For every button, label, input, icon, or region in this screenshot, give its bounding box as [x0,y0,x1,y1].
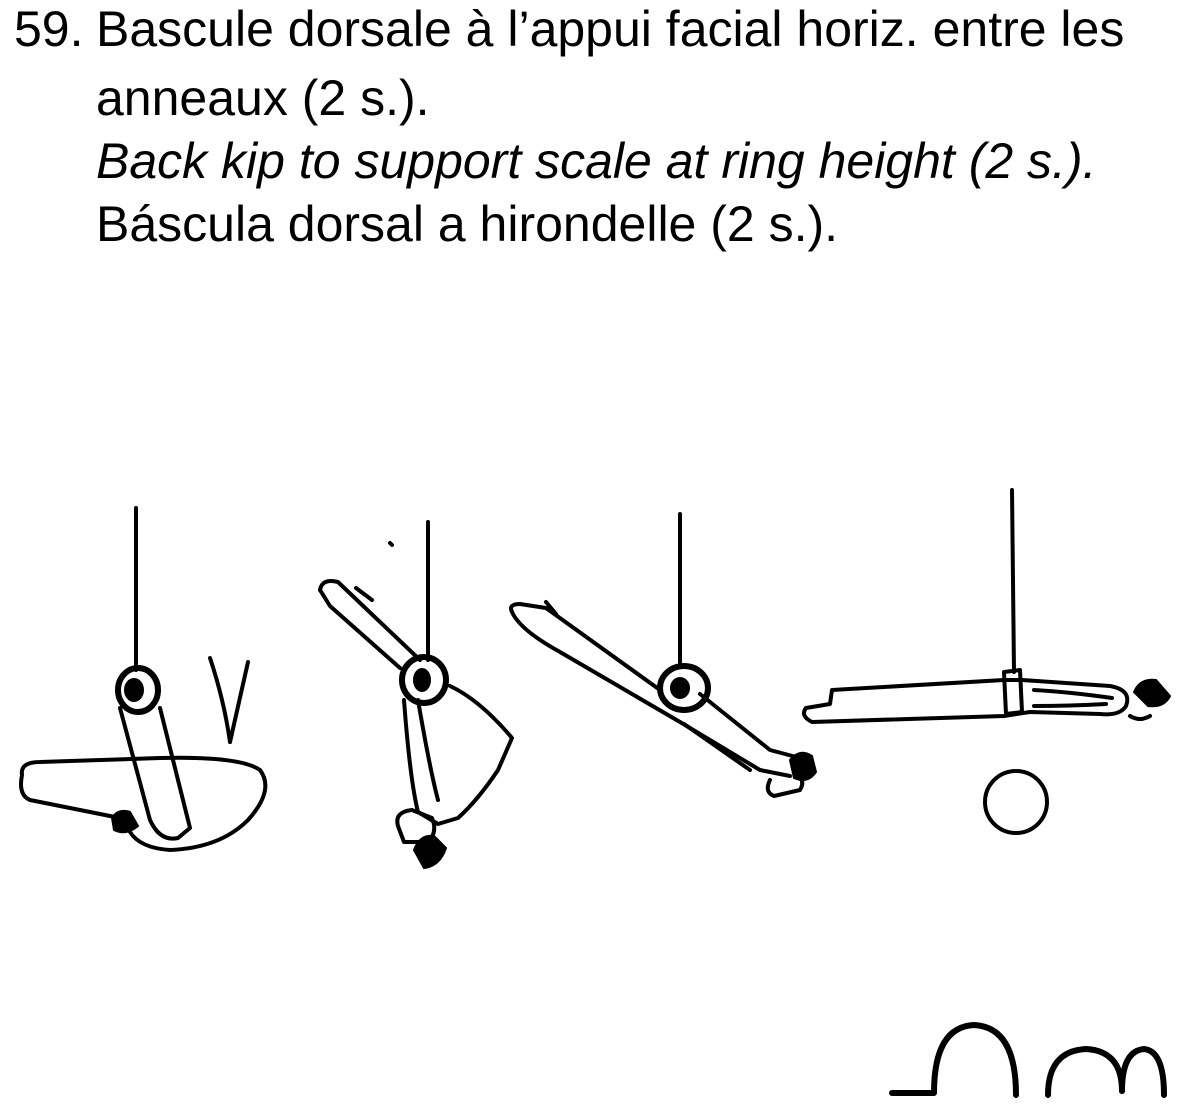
english-description: Back kip to support scale at ring height… [96,133,1097,189]
element-description: Bascule dorsale à l’appui facial horiz. … [96,4,1196,256]
support-scale-figure [802,488,1172,835]
element-illustration [19,488,1172,870]
element-number: 59. [14,1,84,57]
spanish-description: Báscula dorsal a hirondelle (2 s.). [96,196,839,252]
hang-pike-figure [19,506,268,852]
french-description-line-1: Bascule dorsale à l’appui facial horiz. … [96,1,1125,57]
french-description-line-2: anneaux (2 s.). [96,70,430,126]
element-notation-symbol [889,1022,1167,1098]
inverted-figure [318,520,514,870]
rising-figure [509,512,818,798]
